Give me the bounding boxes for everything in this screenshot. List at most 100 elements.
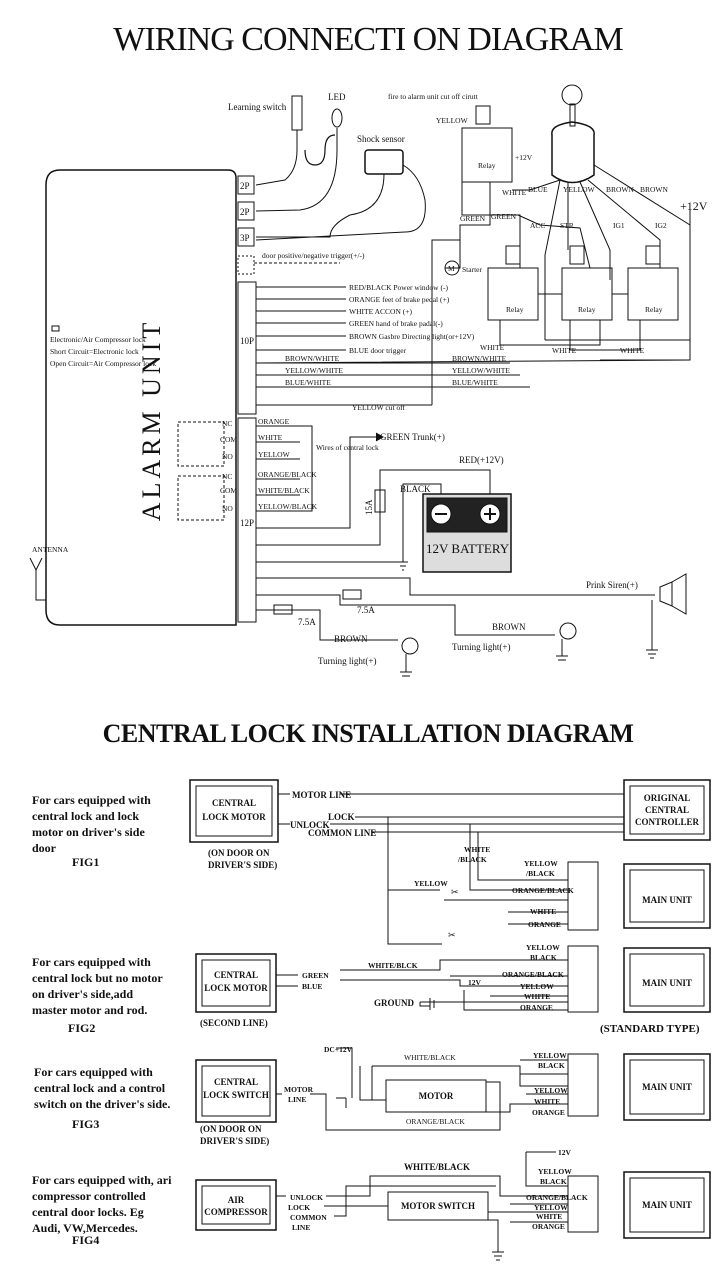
fig2-ground: GROUND xyxy=(374,998,414,1008)
fig4-air-compressor-box xyxy=(195,1179,277,1231)
fig4-main-unit-label: MAIN UNIT xyxy=(642,1200,692,1210)
fig1-controller-box xyxy=(623,779,711,841)
fig3-desc-3: switch on the driver's side. xyxy=(34,1097,170,1111)
fig3-dc12v: DC+12V xyxy=(324,1045,353,1054)
relay-wire-orange: ORANGE xyxy=(258,417,290,426)
ign-label-str: STR xyxy=(560,221,574,230)
fig4-lock: LOCK xyxy=(288,1203,310,1212)
ignition-key-icon xyxy=(561,84,583,106)
fig2-wire-white: WHITE xyxy=(524,992,550,1001)
led-wire-loop xyxy=(304,134,336,166)
siren-label: Prink Siren(+) xyxy=(586,580,638,590)
fig3-motor-label: MOTOR xyxy=(419,1091,454,1101)
connector-10p xyxy=(237,281,257,415)
fig2-main-unit-box xyxy=(623,947,711,1013)
yellow-cut-off-label: YELLOW cut off xyxy=(352,403,406,412)
fig3-orange-black: ORANGE/BLACK xyxy=(406,1117,465,1126)
antenna-label: ANTENNA xyxy=(32,545,69,554)
connector-2p-a-label: 2P xyxy=(240,181,250,191)
internal-relay-1 xyxy=(177,421,225,467)
fig2-wire-orange: ORANGE xyxy=(520,1003,553,1012)
fig2-connector xyxy=(567,945,599,1013)
fig3-box-line2: LOCK SWITCH xyxy=(203,1090,269,1100)
fig4-desc-3: central door locks. Eg xyxy=(32,1205,144,1219)
fig1-desc-4: door xyxy=(32,841,57,855)
fig2-wire-black: BLACK xyxy=(530,953,557,962)
fig1-controller-inner xyxy=(629,785,705,835)
relay-wire-orange-black: ORANGE/BLACK xyxy=(258,470,317,479)
connector-2p-b xyxy=(237,201,255,221)
wire-brown: BROWN Gasbre Directing light(or+12V) xyxy=(349,332,475,341)
ign-label-white-2: WHITE xyxy=(480,343,505,352)
fig1-desc-1: For cars equipped with xyxy=(32,793,151,807)
connector-12p xyxy=(237,417,257,623)
standard-type-label: (STANDARD TYPE) xyxy=(600,1023,700,1035)
fig2-central-lock-motor-box xyxy=(195,953,277,1013)
fig1-scissors-icon-2: ✂ xyxy=(448,930,456,940)
pin-nc-1: NC xyxy=(222,419,232,428)
ign-label-blue: BLUE xyxy=(528,185,548,194)
internal-relay-2 xyxy=(177,475,225,521)
fig1-unlock: UNLOCK xyxy=(290,820,330,830)
fig4-line: LINE xyxy=(292,1223,310,1232)
starter-motor-icon xyxy=(444,260,460,276)
fig4-wire-orange: ORANGE xyxy=(532,1222,565,1231)
fig3-wire-orange: ORANGE xyxy=(532,1108,565,1117)
compressor-note-2: Short Circuit=Electronic lock xyxy=(50,347,139,356)
battery-label: 12V BATTERY xyxy=(426,541,510,556)
fig3-main-unit-box xyxy=(623,1053,711,1121)
fig4-desc-1: For cars equipped with, ari xyxy=(32,1173,172,1187)
fig3-wire-black: BLACK xyxy=(538,1061,565,1070)
relay-3-terminal xyxy=(645,245,661,265)
fig3-wire-white: WHITE xyxy=(534,1097,560,1106)
ign-label-acc: ACC xyxy=(530,221,545,230)
fig3-main-unit-inner xyxy=(629,1059,705,1115)
wire-blue-white: BLUE/WHITE xyxy=(285,378,331,387)
wire-orange: ORANGE feet of brake pedal (+) xyxy=(349,295,450,304)
connector-10p-label: 10P xyxy=(240,336,254,346)
led-label: LED xyxy=(328,92,346,102)
fig1-note-2: DRIVER'S SIDE) xyxy=(208,860,277,870)
relay-wire-yellow-black: YELLOW/BLACK xyxy=(258,502,318,511)
siren-ground-icon xyxy=(646,600,658,659)
cutoff-route xyxy=(431,239,460,405)
fig2-desc-2: central lock but no motor xyxy=(32,971,163,985)
fig1-desc-3: motor on driver's side xyxy=(32,825,145,839)
relay-top-12v: +12V xyxy=(515,153,533,162)
fig1-box-inner xyxy=(195,785,273,837)
fig2-label: FIG2 xyxy=(68,1021,95,1035)
siren-icon xyxy=(659,581,673,607)
alarm-unit-box xyxy=(45,169,237,626)
ign-label-yellow-2: YELLOW xyxy=(563,185,596,194)
fig2-desc-4: master motor and rod. xyxy=(32,1003,147,1017)
relay-wire-white: WHITE xyxy=(258,433,283,442)
trunk-arrow-icon xyxy=(375,432,385,442)
fig2-12v: 12V xyxy=(468,978,482,987)
fig2-white-blck: WHITE/BLCK xyxy=(368,961,418,970)
ignition-wires xyxy=(255,164,691,364)
battery-negative-wire xyxy=(256,483,442,563)
fig3-box-inner xyxy=(201,1065,271,1117)
fig4-wire-orange-black: ORANGE/BLACK xyxy=(526,1193,588,1202)
brown-label-2: BROWN xyxy=(492,622,526,632)
fig2-green: GREEN xyxy=(302,971,329,980)
fig2-desc-3: on driver's side,add xyxy=(32,987,133,1001)
fig4-white-black: WHITE/BLACK xyxy=(404,1162,470,1172)
fig1-wire-white: WHITE xyxy=(530,907,556,916)
fig3-white-black: WHITE/BLACK xyxy=(404,1053,456,1062)
fig1-connector xyxy=(567,861,599,931)
fig4-wire-yellow: YELLOW xyxy=(538,1167,572,1176)
ten-p-wires xyxy=(256,286,530,406)
wiring-title: WIRING CONNECTI ON DIAGRAM xyxy=(113,21,623,58)
fig2-box-line1: CENTRAL xyxy=(214,970,258,980)
fig2-main-unit-inner xyxy=(629,953,705,1007)
ground-icon xyxy=(398,561,408,571)
learning-switch-wire xyxy=(255,130,298,186)
antenna-icon xyxy=(29,557,46,601)
turning-light-label-2: Turning light(+) xyxy=(452,642,511,652)
fig4-main-unit-inner xyxy=(629,1177,705,1233)
relay-top-label: Relay xyxy=(478,161,496,170)
relay-wires xyxy=(256,425,313,512)
fig1-lock: LOCK xyxy=(328,812,355,822)
learning-switch-icon xyxy=(291,95,303,131)
